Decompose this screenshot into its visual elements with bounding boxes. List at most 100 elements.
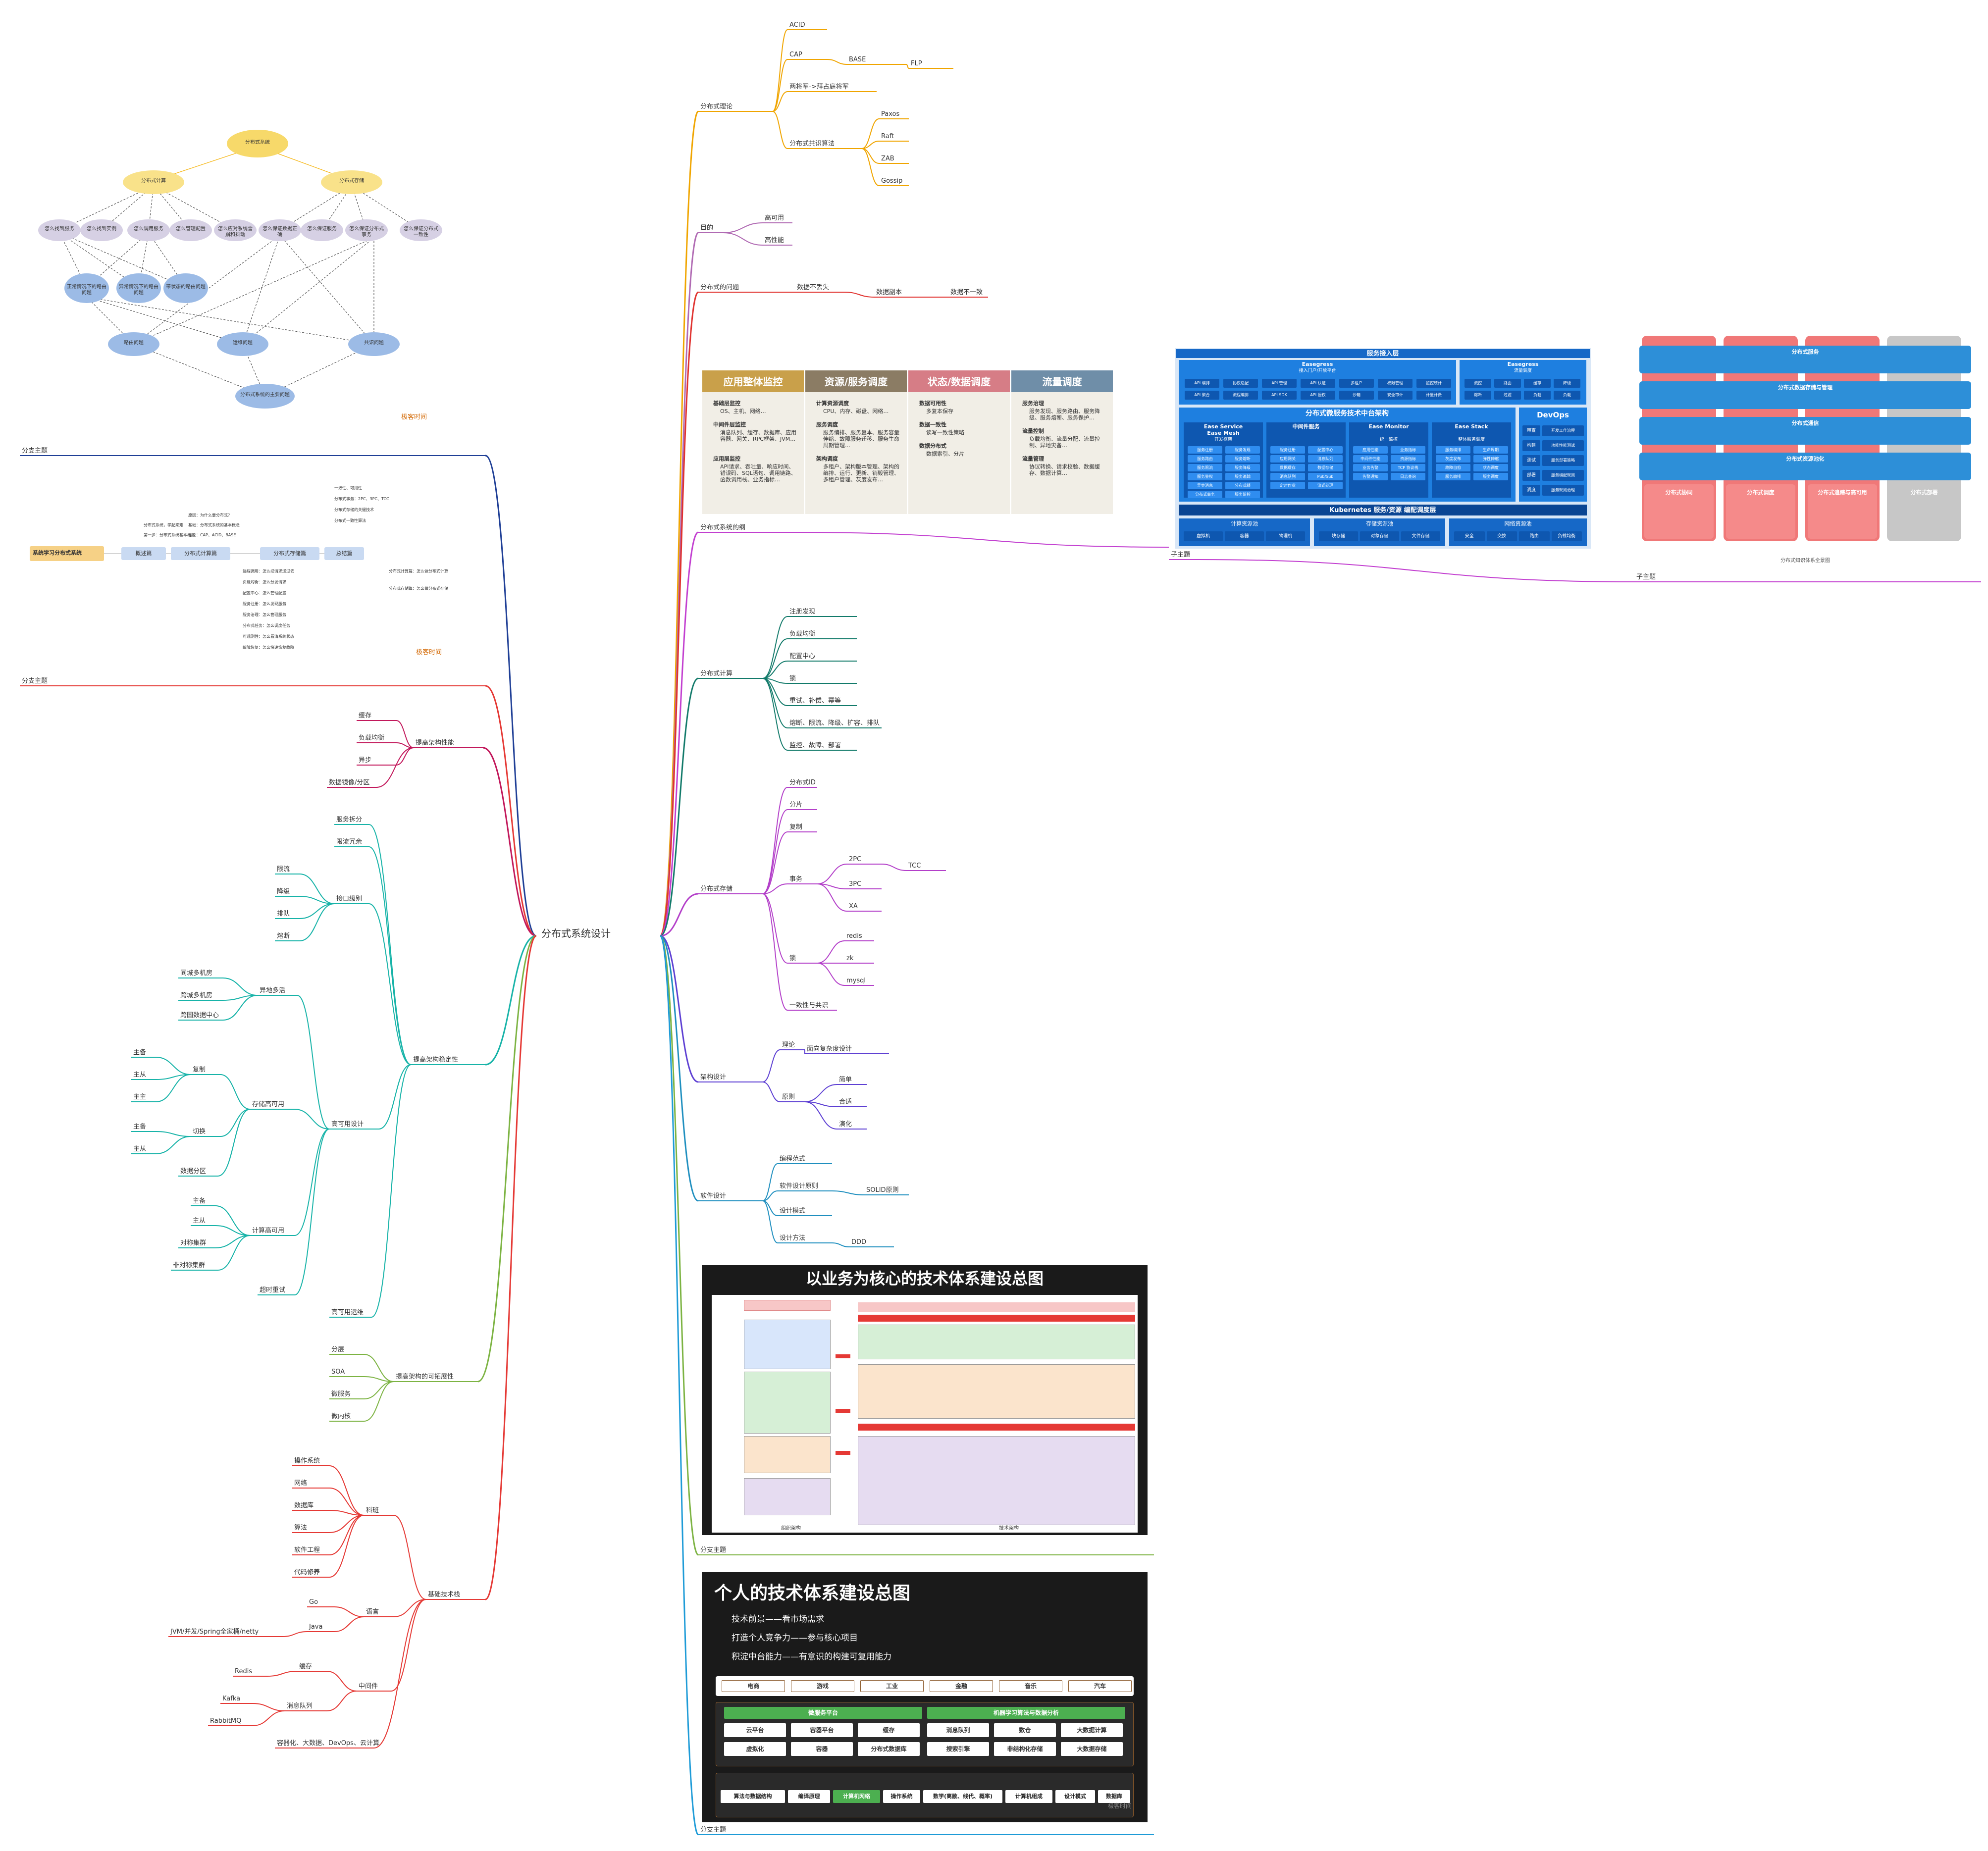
base-go[interactable]: Go xyxy=(309,1598,318,1606)
soft-pattern[interactable]: 设计模式 xyxy=(780,1207,806,1215)
stab-fuse[interactable]: 熔断 xyxy=(277,932,290,940)
outline-sub2[interactable]: 子主题 xyxy=(1636,573,1656,581)
stab-master[interactable]: 主备 xyxy=(133,1049,147,1056)
ext-item-0[interactable]: 分层 xyxy=(331,1346,345,1353)
perf-item-1[interactable]: 负载均衡 xyxy=(359,734,385,742)
branch-top1[interactable]: 分支主题 xyxy=(22,447,48,455)
storage-zk[interactable]: zk xyxy=(846,955,854,962)
ext-item-1[interactable]: SOA xyxy=(331,1368,345,1376)
storage-pc2[interactable]: 2PC xyxy=(849,856,862,863)
stab-repl[interactable]: 复制 xyxy=(193,1066,206,1074)
branch-theory[interactable]: 分布式理论 xyxy=(700,103,733,110)
base-mw[interactable]: 中间件 xyxy=(359,1683,378,1690)
base-mq[interactable]: 消息队列 xyxy=(287,1702,313,1710)
perf-item-2[interactable]: 异步 xyxy=(359,757,372,764)
stab-ms[interactable]: 主从 xyxy=(133,1071,147,1079)
compute-item-1[interactable]: 负载均衡 xyxy=(789,630,816,638)
problem-inconsistent[interactable]: 数据不一致 xyxy=(950,289,983,296)
compute-item-3[interactable]: 锁 xyxy=(789,675,796,682)
goal-hp[interactable]: 高性能 xyxy=(765,237,785,244)
stab-degrade[interactable]: 降级 xyxy=(277,888,290,895)
soft-principle[interactable]: 软件设计原则 xyxy=(780,1183,819,1190)
stab-redund[interactable]: 限流冗余 xyxy=(336,838,363,846)
stab-cross_dc[interactable]: 跨国数据中心 xyxy=(180,1012,219,1019)
soft-solid[interactable]: SOLID原则 xyxy=(866,1186,899,1194)
arch-simple[interactable]: 简单 xyxy=(839,1076,852,1083)
soft-paradigm[interactable]: 编程范式 xyxy=(780,1155,806,1163)
storage-xa[interactable]: XA xyxy=(849,903,858,910)
base-subject-item-0[interactable]: 操作系统 xyxy=(294,1457,320,1465)
branch-outline[interactable]: 分布式系统的纲 xyxy=(700,524,746,531)
base-subject-item-2[interactable]: 数据库 xyxy=(294,1502,314,1509)
stab-ha-ops[interactable]: 高可用运维 xyxy=(331,1309,364,1316)
stab-timeout[interactable]: 超时重试 xyxy=(260,1286,286,1294)
theory-flp[interactable]: FLP xyxy=(911,60,922,67)
theory-gossip[interactable]: Gossip xyxy=(881,177,903,185)
base-subject[interactable]: 科班 xyxy=(366,1507,379,1514)
storage-mysql[interactable]: mysql xyxy=(846,977,866,984)
base-subject-item-4[interactable]: 软件工程 xyxy=(294,1546,320,1554)
stab-asym[interactable]: 非对称集群 xyxy=(173,1262,206,1269)
stab-store-ha[interactable]: 存储高可用 xyxy=(252,1101,285,1108)
stab-switch[interactable]: 切换 xyxy=(193,1128,206,1135)
arch-complex[interactable]: 面向复杂度设计 xyxy=(807,1045,852,1053)
stab-same_city[interactable]: 同城多机房 xyxy=(180,970,213,977)
theory-raft[interactable]: Raft xyxy=(881,133,894,140)
storage-pc3[interactable]: 3PC xyxy=(849,880,862,888)
storage-shard[interactable]: 分片 xyxy=(789,801,803,809)
theory-acid[interactable]: ACID xyxy=(789,21,805,29)
ext-item-3[interactable]: 微内核 xyxy=(331,1413,351,1420)
branch-compute[interactable]: 分布式计算 xyxy=(700,670,733,677)
storage-redis[interactable]: redis xyxy=(846,932,862,940)
theory-consensus[interactable]: 分布式共识算法 xyxy=(789,140,835,148)
stab-ha-design[interactable]: 高可用设计 xyxy=(331,1121,364,1128)
stab-iface[interactable]: 接口级别 xyxy=(336,895,363,903)
base-subject-item-1[interactable]: 网络 xyxy=(294,1480,308,1487)
outline-sub1[interactable]: 子主题 xyxy=(1171,551,1191,559)
stab-cross_city[interactable]: 跨城多机房 xyxy=(180,992,213,999)
stab-limit[interactable]: 限流 xyxy=(277,866,290,873)
arch-evolve[interactable]: 演化 xyxy=(839,1121,852,1128)
base-cloud[interactable]: 容器化、大数据、DevOps、云计算 xyxy=(277,1740,379,1747)
problem-replica[interactable]: 数据副本 xyxy=(876,289,902,296)
arch-principle[interactable]: 原则 xyxy=(782,1093,795,1101)
base-java[interactable]: Java xyxy=(309,1623,323,1631)
branch-arch[interactable]: 架构设计 xyxy=(700,1074,727,1081)
stab-partition[interactable]: 数据分区 xyxy=(180,1168,207,1175)
arch-theory[interactable]: 理论 xyxy=(782,1041,795,1049)
branch-storage[interactable]: 分布式存储 xyxy=(700,885,733,893)
perf-item-3[interactable]: 数据镜像/分区 xyxy=(329,779,370,786)
branch-goal[interactable]: 目的 xyxy=(700,224,714,232)
base-kafka[interactable]: Kafka xyxy=(222,1695,241,1702)
stab-ms2[interactable]: 主从 xyxy=(133,1145,147,1153)
base-redis[interactable]: Redis xyxy=(235,1668,253,1675)
soft-method[interactable]: 设计方法 xyxy=(780,1234,806,1242)
branch-tail2[interactable]: 分支主题 xyxy=(700,1826,727,1834)
base-subject-item-5[interactable]: 代码修养 xyxy=(294,1569,320,1576)
storage-lock[interactable]: 锁 xyxy=(789,955,796,962)
theory-cap[interactable]: CAP xyxy=(789,51,802,58)
stab-comp-ha[interactable]: 计算高可用 xyxy=(252,1227,285,1234)
arch-fit[interactable]: 合适 xyxy=(839,1098,852,1106)
soft-ddd[interactable]: DDD xyxy=(851,1238,867,1246)
ext-item-2[interactable]: 微服务 xyxy=(331,1390,351,1398)
base-cache[interactable]: 缓存 xyxy=(299,1663,313,1670)
storage-copy[interactable]: 复制 xyxy=(789,823,803,831)
storage-consistency[interactable]: 一致性与共识 xyxy=(789,1002,829,1009)
compute-item-0[interactable]: 注册发现 xyxy=(789,608,816,616)
branch-base[interactable]: 基础技术栈 xyxy=(428,1591,461,1598)
branch-stab[interactable]: 提高架构稳定性 xyxy=(413,1056,459,1064)
base-jvm[interactable]: JVM/并发/Spring全家桶/netty xyxy=(170,1628,259,1636)
goal-ha[interactable]: 高可用 xyxy=(765,214,785,222)
stab-m3[interactable]: 主备 xyxy=(193,1197,206,1205)
theory-byzantine[interactable]: 两将军->拜占庭将军 xyxy=(789,83,849,91)
compute-item-4[interactable]: 重试、补偿、幂等 xyxy=(789,697,841,705)
compute-item-5[interactable]: 熔断、限流、降级、扩容、排队 xyxy=(789,720,880,727)
stab-split[interactable]: 服务拆分 xyxy=(336,816,363,823)
theory-paxos[interactable]: Paxos xyxy=(881,110,900,118)
stab-ms3[interactable]: 主从 xyxy=(193,1217,206,1225)
compute-item-6[interactable]: 监控、故障、部署 xyxy=(789,742,841,749)
storage-tcc[interactable]: TCC xyxy=(908,862,921,870)
theory-zab[interactable]: ZAB xyxy=(881,155,894,162)
stab-queue[interactable]: 排队 xyxy=(277,910,290,918)
